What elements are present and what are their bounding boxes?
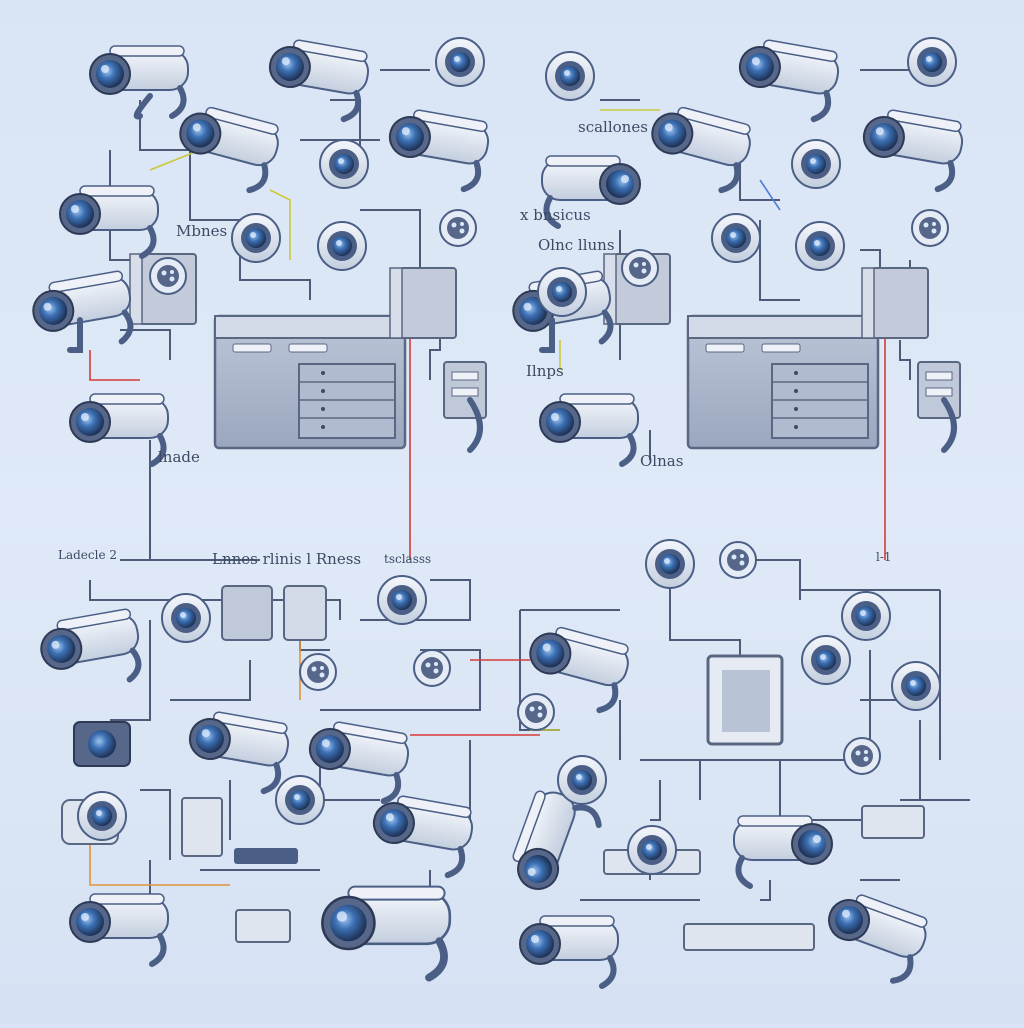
label-b: lnade <box>158 448 200 466</box>
signal-wires <box>89 109 886 886</box>
label-h: Ladecle 2 <box>58 548 118 562</box>
recorder-top-right <box>686 314 880 450</box>
wiring <box>89 69 970 901</box>
label-c: scallones <box>578 118 648 136</box>
label-i: Lnnes rlinis l Rness <box>212 550 362 568</box>
label-d: x bnsicus <box>520 206 591 224</box>
mount-hooks <box>67 93 957 453</box>
label-j: tsclasss <box>384 552 432 566</box>
recorder-top-left <box>213 314 407 450</box>
label-k: l-1 <box>876 550 892 564</box>
label-f: Ilnps <box>526 362 564 380</box>
label-e: Olnc lluns <box>538 236 615 254</box>
label-a: Mbnes <box>176 222 228 240</box>
label-g: Olnas <box>640 452 684 470</box>
